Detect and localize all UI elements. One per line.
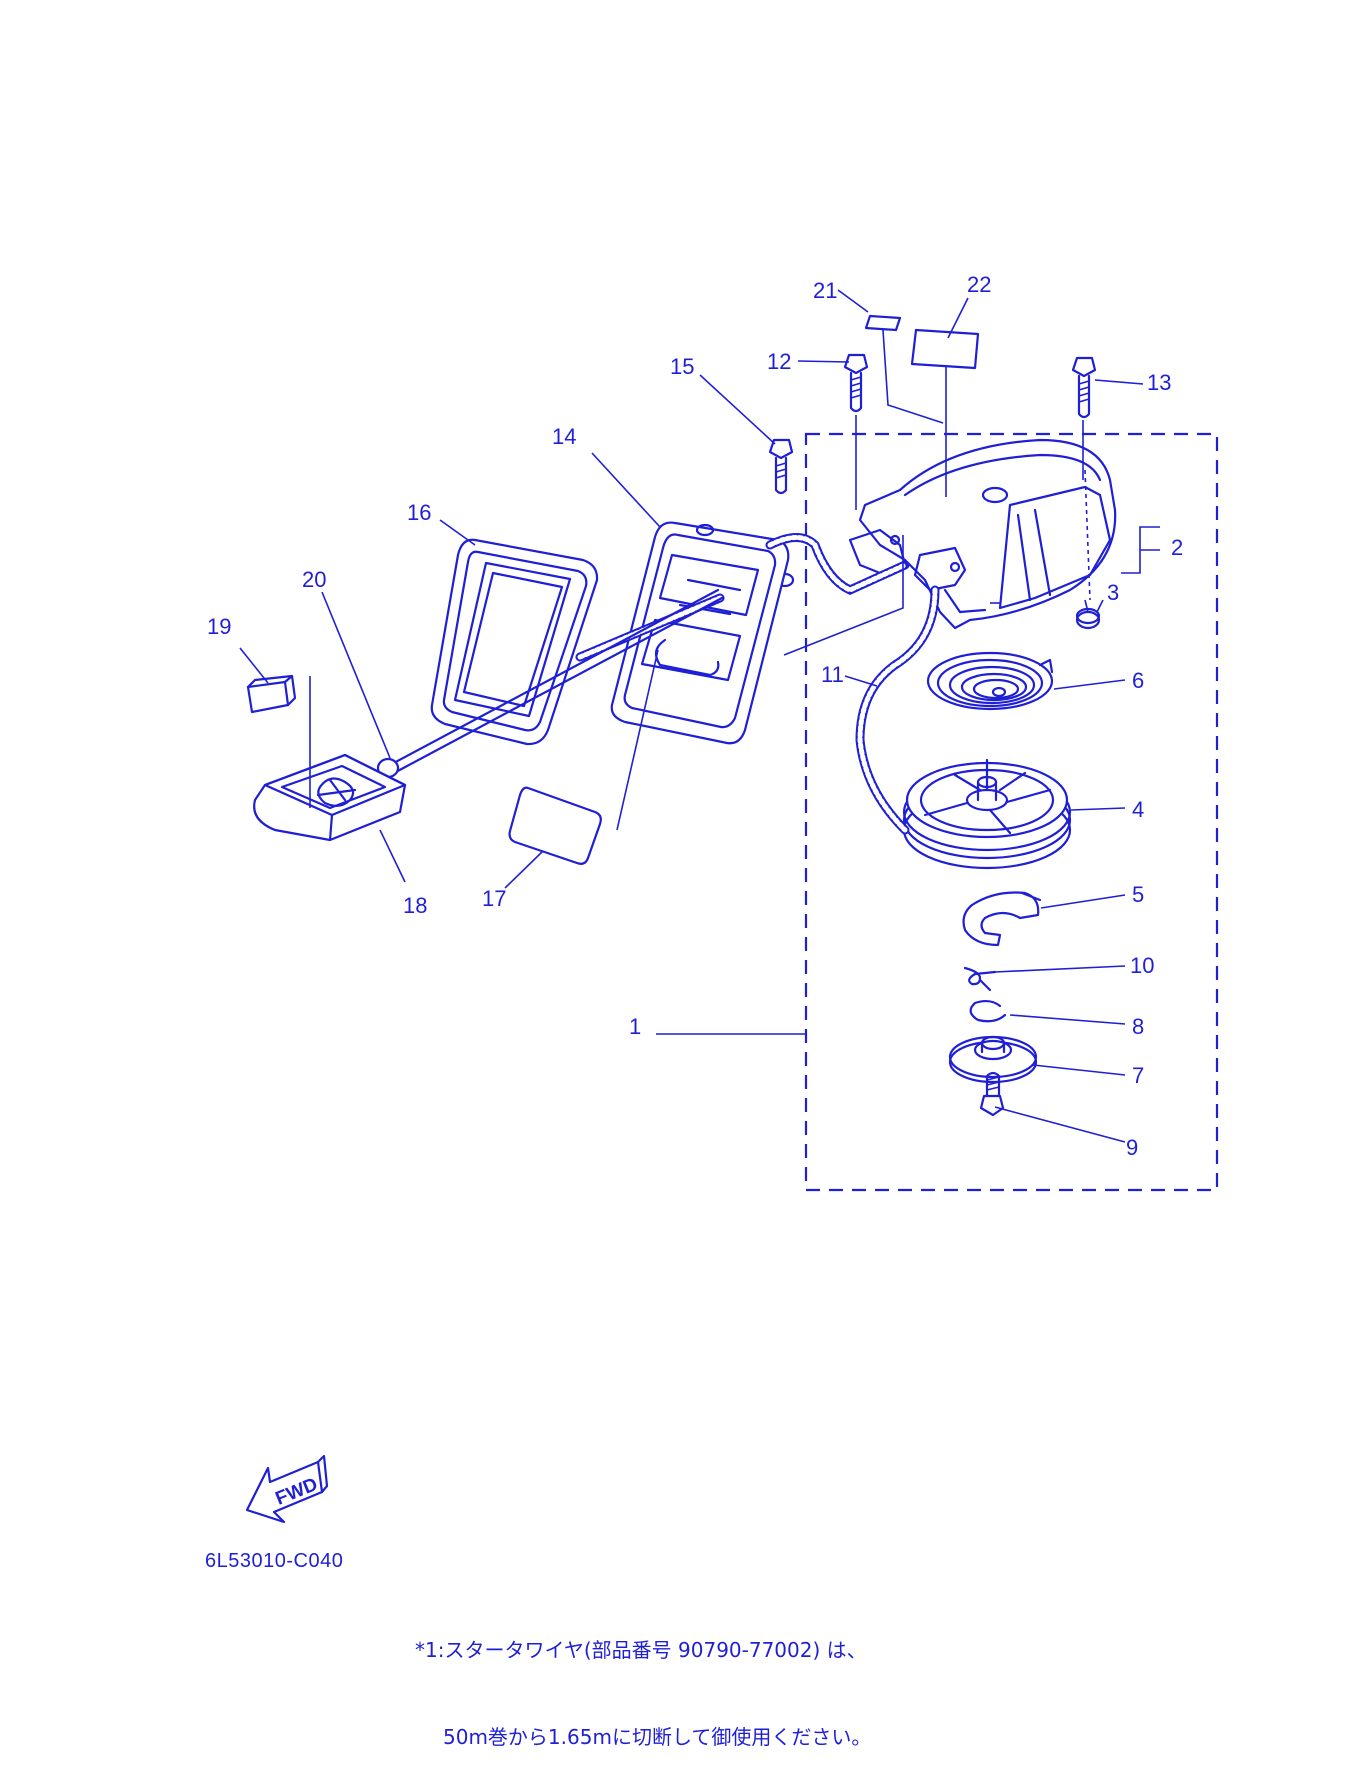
callout-10: 10: [1130, 953, 1154, 978]
starter-handle: [253, 753, 407, 842]
bolt-15: [768, 438, 794, 495]
drawing-code: 6L53010-C040: [205, 1550, 344, 1572]
spiral-spring: [926, 651, 1054, 711]
callout-22: 22: [967, 272, 991, 297]
seal-frame: [430, 538, 599, 746]
return-spring: [963, 966, 997, 992]
assembly-box: [804, 432, 1219, 1192]
label-22: [910, 328, 980, 370]
callout-5: 5: [1132, 882, 1144, 907]
label-21: [864, 314, 902, 332]
callout-20: 20: [302, 567, 326, 592]
bolt-13: [1071, 356, 1097, 419]
footnote: *1:スタータワイヤ(部品番号 90790-77002) は、 50m巻から1.…: [415, 1578, 871, 1781]
callout-17: 17: [482, 886, 506, 911]
callout-18: 18: [403, 893, 427, 918]
bolt-12: [843, 353, 869, 413]
drive-plate: [948, 1035, 1038, 1084]
callout-6: 6: [1132, 668, 1144, 693]
leader-lines: [239, 289, 1160, 1143]
circlip: [969, 999, 1007, 1023]
fwd-arrow-icon: FWD: [245, 1454, 329, 1524]
callout-11: 11: [821, 662, 844, 687]
callout-4: 4: [1132, 797, 1144, 822]
starter-housing: [848, 438, 1117, 630]
callout-16: 16: [407, 500, 431, 525]
callout-7: 7: [1132, 1063, 1144, 1088]
callout-3: 3: [1107, 580, 1119, 605]
footnote-line-1: *1:スタータワイヤ(部品番号 90790-77002) は、: [415, 1638, 867, 1662]
handle-holder: [610, 521, 790, 745]
callout-1: 1: [629, 1014, 641, 1039]
callout-13: 13: [1147, 370, 1171, 395]
callout-8: 8: [1132, 1014, 1144, 1039]
plate-bolt: [979, 1071, 1005, 1117]
callout-19: 19: [207, 614, 231, 639]
handle-rod: [376, 588, 724, 779]
handle-clip: [246, 674, 297, 714]
pulley: [902, 758, 1072, 870]
callout-9: 9: [1126, 1135, 1138, 1160]
parts-diagram: FWD 1 2 3 4 5 6 7 8 9 10 11 12 13 14 15 …: [207, 272, 1219, 1524]
callout-12: 12: [767, 349, 791, 374]
grommet-part: [1075, 610, 1101, 630]
footnote-line-2: 50m巻から1.65mに切断して御使用ください。: [443, 1725, 872, 1749]
callout-14: 14: [552, 424, 576, 449]
callout-21: 21: [813, 278, 837, 303]
callout-15: 15: [670, 354, 694, 379]
label-17: [508, 786, 602, 865]
callout-2: 2: [1171, 535, 1183, 560]
ratchet: [962, 891, 1040, 947]
